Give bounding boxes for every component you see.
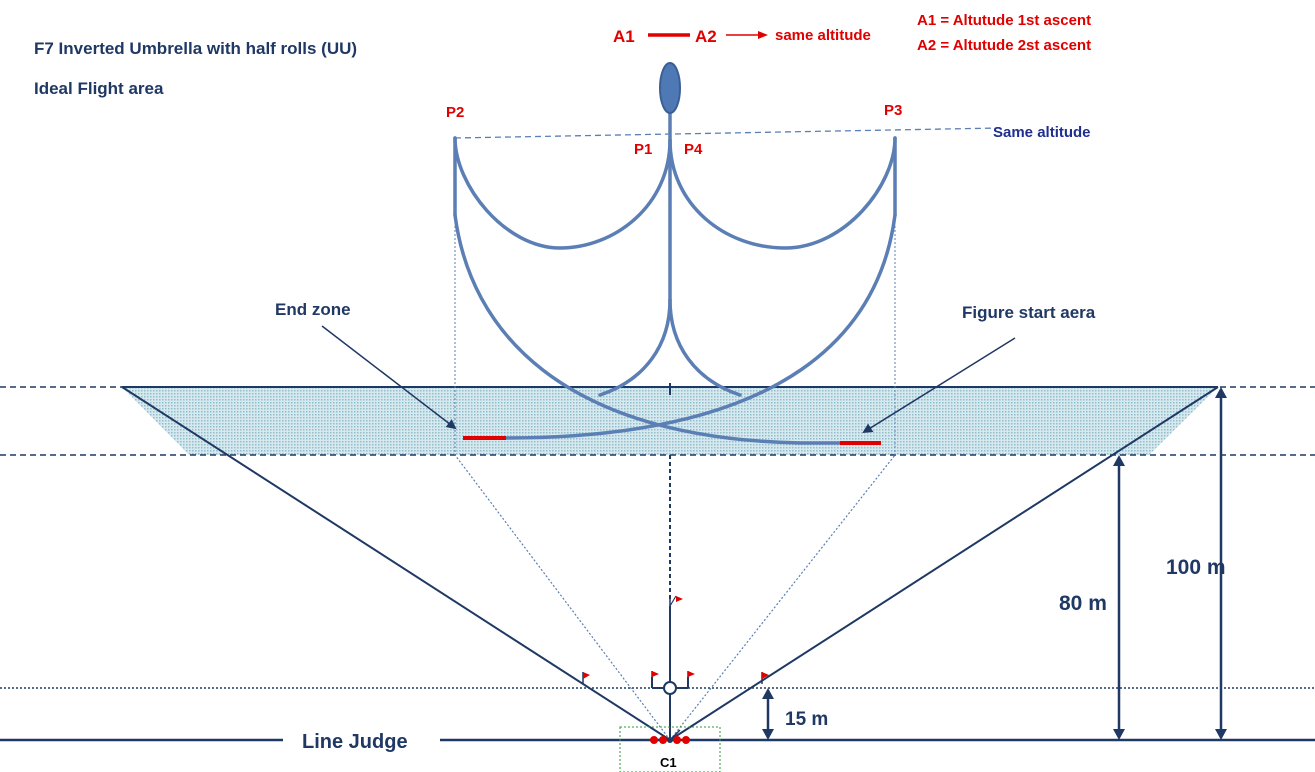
dimension-80m: [1113, 455, 1125, 740]
diagram-subtitle: Ideal Flight area: [34, 79, 164, 98]
label-p4: P4: [684, 141, 703, 158]
flag-left: [582, 672, 590, 684]
same-altitude-line: [454, 127, 1001, 139]
label-p3: P3: [884, 102, 902, 119]
label-a2: A2: [695, 27, 717, 46]
label-line-judge: Line Judge: [302, 731, 408, 753]
same-altitude-arrowhead: [758, 31, 768, 39]
figure-path: [453, 62, 897, 445]
left-view-line: [121, 386, 671, 741]
start-zone-arrow: [862, 337, 1016, 434]
end-zone-arrow: [321, 325, 457, 430]
flag-right: [761, 672, 769, 684]
legend-a1: A1 = Altutude 1st ascent: [917, 12, 1091, 29]
label-p2: P2: [446, 104, 464, 121]
label-100m: 100 m: [1166, 556, 1226, 579]
left-narrow-view-line: [454, 454, 671, 741]
flag-judge-left: [651, 671, 659, 680]
diagram-title: F7 Inverted Umbrella with half rolls (UU…: [34, 39, 357, 58]
dimension-100m: [1215, 387, 1227, 740]
flag-judge-right: [687, 671, 695, 680]
legend-a2: A2 = Altutude 2st ascent: [917, 37, 1091, 54]
label-same-altitude: same altitude: [775, 27, 871, 44]
label-c1: C1: [660, 755, 677, 770]
flag-center-top: [669, 595, 683, 607]
label-80m: 80 m: [1059, 592, 1107, 615]
label-p1: P1: [634, 141, 652, 158]
c1-area-box: [619, 726, 721, 772]
label-a1: A1: [613, 27, 635, 46]
label-end-zone: End zone: [275, 300, 351, 319]
label-same-altitude-line: Same altitude: [993, 124, 1091, 141]
right-narrow-view-line: [669, 454, 896, 741]
judge-position: [650, 606, 690, 744]
dimension-15m: [762, 688, 774, 740]
label-figure-start: Figure start aera: [962, 303, 1096, 322]
label-15m: 15 m: [785, 709, 828, 730]
